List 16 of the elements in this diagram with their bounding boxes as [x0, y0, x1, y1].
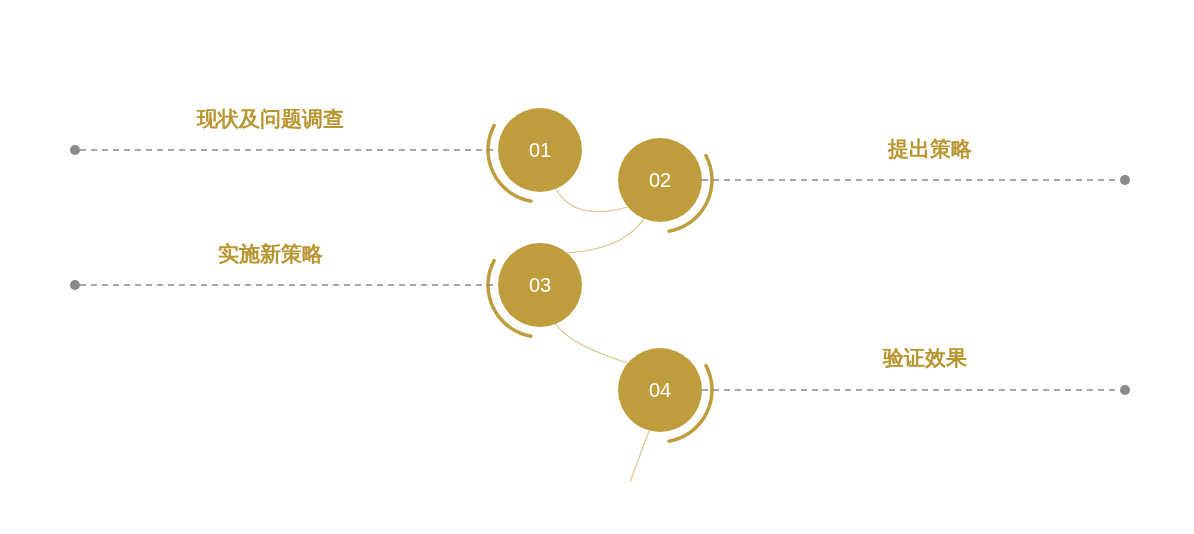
step-title: 验证效果 — [883, 345, 967, 372]
curved-connector — [555, 188, 629, 213]
end-dot — [1120, 175, 1130, 185]
curved-connector — [555, 323, 629, 364]
step-number: 01 — [528, 138, 552, 162]
end-dot — [1120, 385, 1130, 395]
step-title: 提出策略 — [888, 136, 972, 163]
step-number: 03 — [528, 273, 552, 297]
curved-connector — [629, 429, 650, 483]
step-title: 现状及问题调查 — [196, 106, 344, 133]
step-number: 02 — [648, 168, 672, 192]
end-dot — [70, 145, 80, 155]
curved-connector — [566, 218, 645, 254]
step-title: 实施新策略 — [217, 241, 323, 268]
step-number: 04 — [648, 378, 672, 402]
end-dot — [70, 280, 80, 290]
